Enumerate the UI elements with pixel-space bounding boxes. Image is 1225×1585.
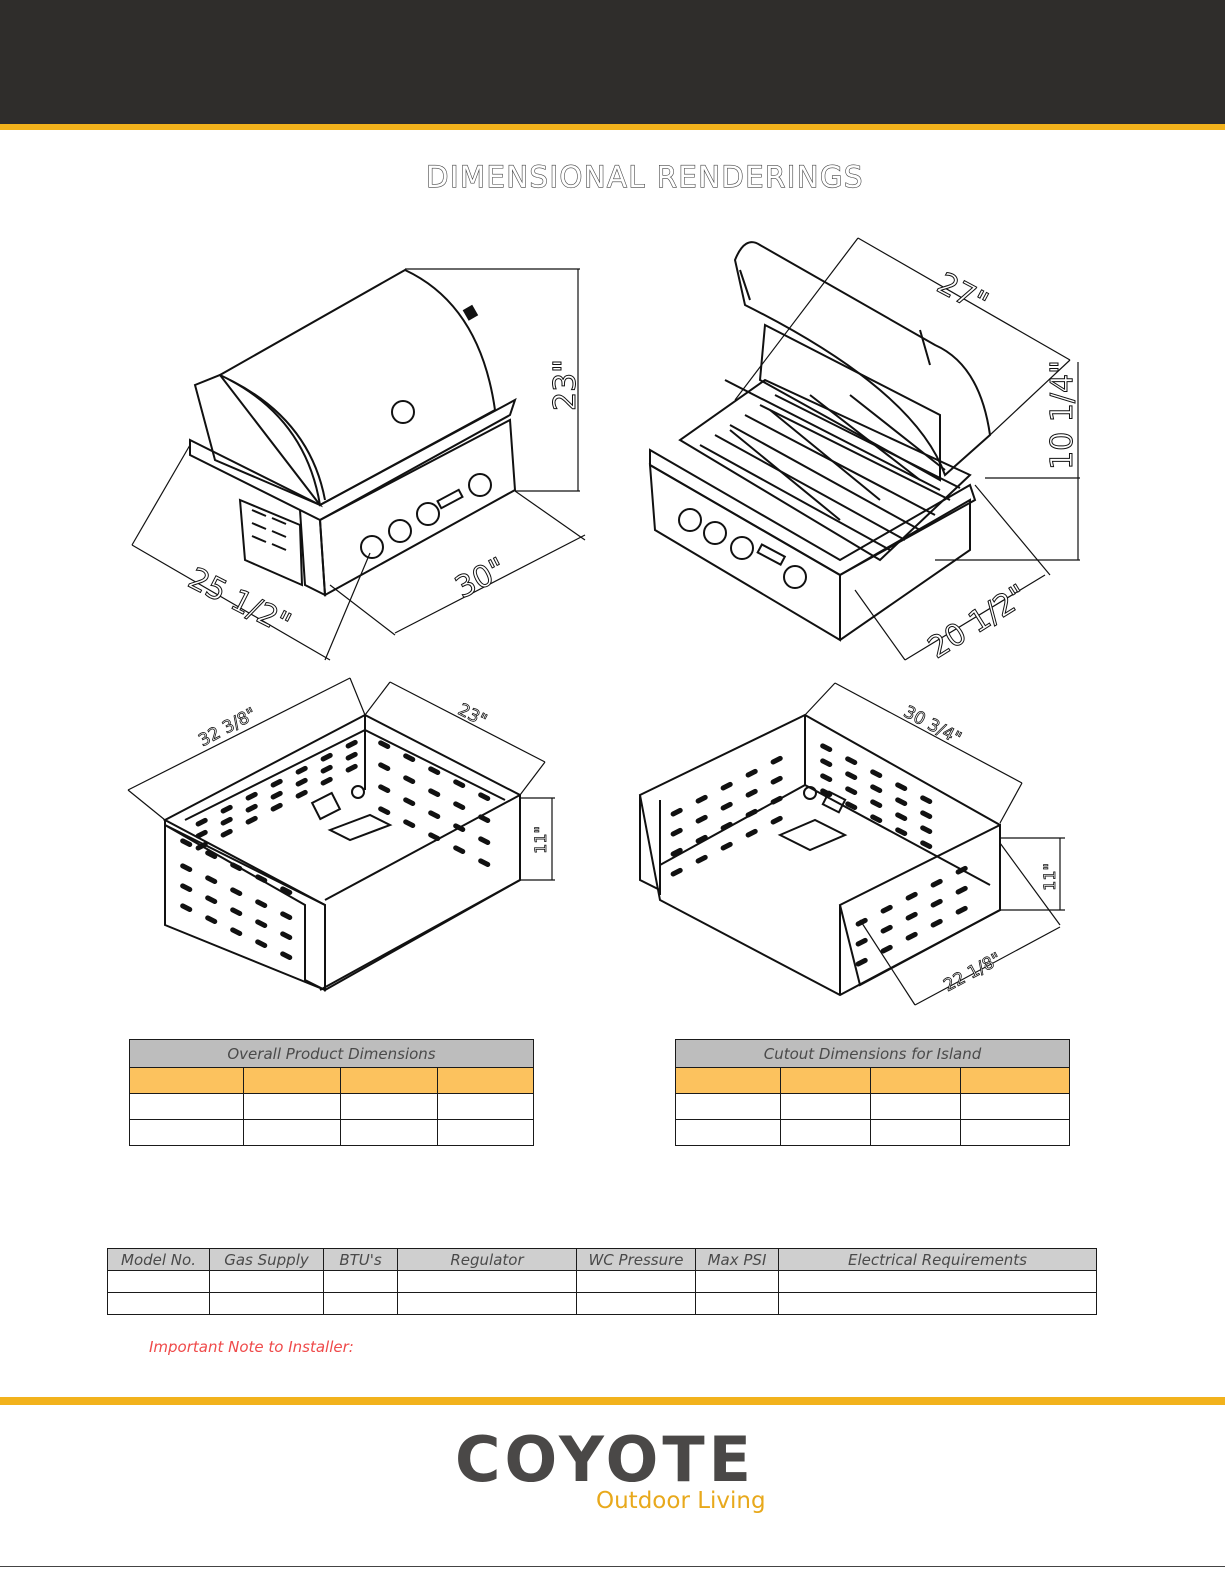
- island-right-height-label: 11": [1040, 863, 1059, 891]
- island-left-height-label: 11": [531, 826, 550, 854]
- col-btus: BTU's: [323, 1248, 398, 1271]
- brand-wordmark: COYOTE: [455, 1423, 755, 1489]
- installer-note-label: Important Note to Installer:: [149, 1338, 354, 1356]
- island-left-depth-label: 23": [455, 700, 490, 731]
- cutout-dimensions-header-row: [675, 1067, 1070, 1094]
- col-max-psi: Max PSI: [695, 1248, 779, 1271]
- grill-open-hood-depth-label: 27": [931, 266, 993, 321]
- gas-spec-header-row: Model No. Gas Supply BTU's Regulator WC …: [107, 1248, 1097, 1271]
- overall-dimensions-header-row: [129, 1067, 534, 1094]
- overall-dimensions-table: Overall Product Dimensions: [129, 1039, 534, 1146]
- page-title: DIMENSIONAL RENDERINGS: [426, 159, 864, 194]
- brand-tagline: Outdoor Living: [596, 1488, 766, 1514]
- overall-dimensions-title: Overall Product Dimensions: [129, 1039, 534, 1068]
- cutout-dimensions-table: Cutout Dimensions for Island: [675, 1039, 1070, 1146]
- island-right-width-label: 30 3/4": [900, 702, 964, 749]
- col-model-no: Model No.: [107, 1248, 210, 1271]
- coyote-logo: COYOTE: [455, 1423, 755, 1489]
- grill-open-lid-height-label: 10 1/4": [1045, 360, 1080, 470]
- grill-closed-height-label: 23": [548, 359, 583, 411]
- footer-accent-line: [0, 1397, 1225, 1405]
- footer-rule: [0, 1566, 1225, 1567]
- grill-closed-width-label: 30": [450, 551, 512, 606]
- island-left-width-label: 32 3/8": [195, 704, 259, 751]
- table-row: [107, 1270, 1097, 1293]
- col-regulator: Regulator: [397, 1248, 577, 1271]
- grill-open-depth-label: 20 1/2": [922, 578, 1034, 666]
- island-right-depth-label: 22 1/8": [940, 949, 1004, 996]
- cutout-dimensions-title: Cutout Dimensions for Island: [675, 1039, 1070, 1068]
- col-wc-pressure: WC Pressure: [576, 1248, 696, 1271]
- col-gas-supply: Gas Supply: [209, 1248, 324, 1271]
- table-row: [107, 1292, 1097, 1315]
- table-row: [129, 1093, 534, 1120]
- grill-closed-drawing: 23" 25 1/2" 30": [131, 268, 586, 661]
- col-electrical: Electrical Requirements: [778, 1248, 1097, 1271]
- grill-open-drawing: 27" 10 1/4" 20 1/2": [648, 237, 1081, 666]
- table-row: [675, 1119, 1070, 1146]
- island-left-drawing: 32 3/8" 23" 11": [127, 677, 555, 992]
- table-row: [129, 1119, 534, 1146]
- table-row: [675, 1093, 1070, 1120]
- island-right-drawing: 30 3/4" 11" 22 1/8": [638, 682, 1065, 1006]
- header-bar: [0, 0, 1225, 124]
- grill-closed-depth-label: 25 1/2": [182, 561, 296, 642]
- gas-spec-table: Model No. Gas Supply BTU's Regulator WC …: [107, 1248, 1097, 1315]
- header-accent-line: [0, 124, 1225, 130]
